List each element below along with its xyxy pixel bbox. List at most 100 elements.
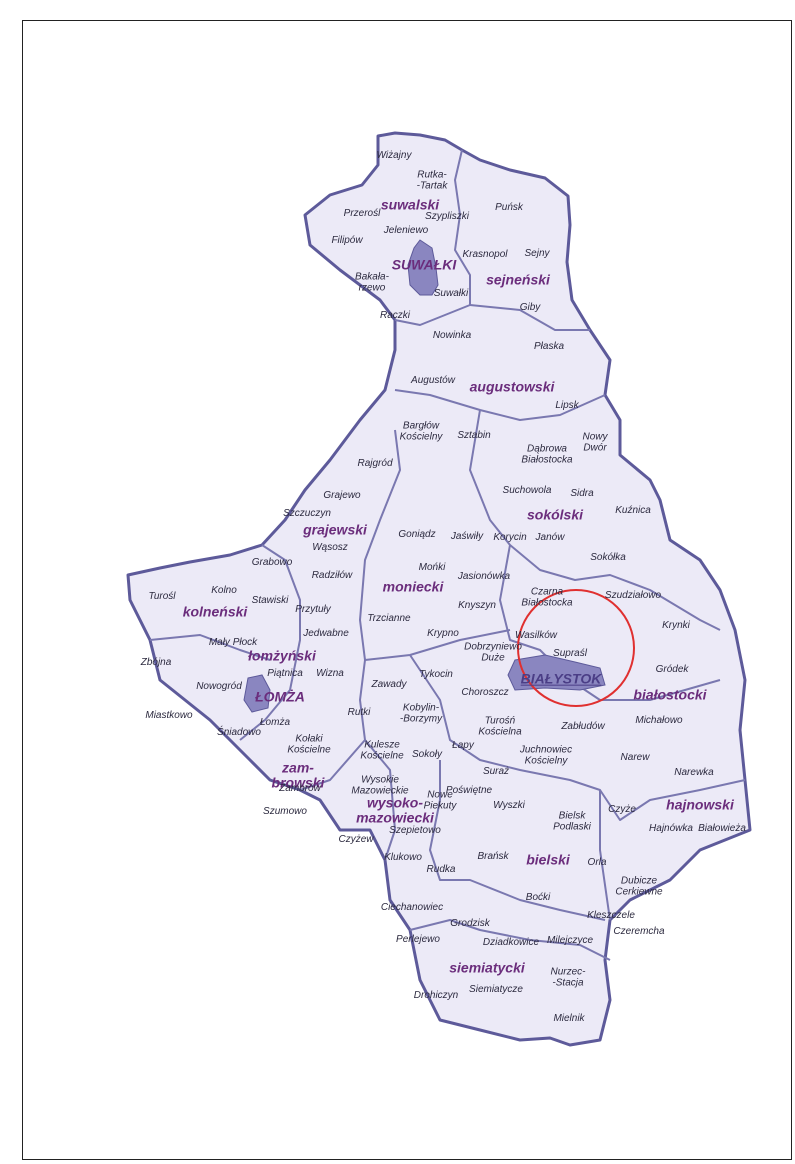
gmina-label: Jedwabne	[303, 627, 349, 639]
gmina-label: Turośń Kościelna	[478, 715, 522, 737]
powiat-label-siemiatycki: siemiatycki	[449, 959, 525, 976]
suwalki-city-area	[407, 239, 439, 296]
gmina-label: Płaska	[533, 340, 565, 352]
lomza-city-area	[243, 674, 271, 713]
gmina-label: Bielsk Podlaski	[553, 810, 591, 832]
gmina-label: Łapy	[452, 739, 474, 751]
gmina-label: Czyże	[608, 803, 636, 815]
powiat-label-augustowski: augustowski	[469, 378, 555, 395]
gmina-label: Knyszyn	[458, 599, 496, 611]
gmina-label: Kuźnica	[615, 504, 651, 516]
gmina-label: Grabowo	[251, 556, 293, 568]
gmina-label: Krynki	[662, 619, 690, 631]
gmina-label: Kolno	[211, 584, 237, 596]
powiat-label-sejnenski: sejneński	[486, 271, 550, 288]
gmina-label: Szudziałowo	[604, 589, 662, 601]
gmina-label: Perlejewo	[396, 933, 440, 945]
gmina-label: Choroszcz	[461, 686, 509, 698]
gmina-label: Nowinka	[432, 329, 472, 341]
region-outline	[126, 131, 752, 1047]
gmina-label: Szumowo	[263, 805, 307, 817]
gmina-label: Mielnik	[553, 1012, 585, 1024]
gmina-label: Rutki	[347, 706, 371, 718]
gmina-label: Narew	[620, 751, 650, 763]
gmina-label: Szepietowo	[389, 824, 441, 836]
powiat-label-bielski: bielski	[526, 851, 570, 868]
gmina-label: Sidra	[570, 487, 594, 499]
gmina-label: Janów	[535, 531, 565, 543]
gmina-label: Mały Płock	[208, 636, 258, 648]
gmina-label: Wysokie Mazowieckie	[351, 774, 409, 796]
gmina-label: Nurzec- -Stacja	[550, 966, 586, 988]
gmina-label: Korycin	[493, 531, 527, 543]
gmina-label: Nowogród	[196, 680, 242, 692]
powiat-label-lomzynski: łomżyński	[248, 647, 316, 664]
gmina-label: Przytuły	[295, 603, 331, 615]
gmina-label: Wąsosz	[312, 541, 348, 553]
gmina-label: Kulesze Kościelne	[360, 739, 404, 761]
gmina-label: Kleszczele	[587, 909, 635, 921]
gmina-label: Michałowo	[635, 714, 683, 726]
city-label-bialystok: BIAŁYSTOK	[520, 670, 602, 687]
gmina-label: Rudka	[426, 863, 456, 875]
gmina-label: Puńsk	[495, 201, 523, 213]
gmina-label: Rajgród	[357, 457, 393, 469]
city-label-suwalki: SUWAŁKI	[391, 256, 457, 273]
powiat-label-kolnenski: kolneński	[182, 603, 248, 620]
gmina-label: Wiżajny	[376, 149, 412, 161]
bialystok-city-area	[507, 654, 606, 691]
gmina-label: Śniadowo	[217, 726, 261, 738]
gmina-label: Orla	[587, 856, 607, 868]
gmina-label: Rutka- -Tartak	[416, 169, 448, 191]
gmina-label: Klukowo	[384, 851, 422, 863]
powiat-label-bialostocki: białostocki	[633, 686, 707, 703]
gmina-label: Białowieża	[698, 822, 746, 834]
gmina-label: Boćki	[525, 891, 551, 903]
gmina-label: Suchowola	[502, 484, 552, 496]
gmina-label: Lipsk	[555, 399, 579, 411]
gmina-label: Trzcianne	[367, 612, 411, 624]
gmina-label: Dobrzyniewo Duże	[464, 641, 522, 663]
gmina-label: Suraż	[482, 765, 510, 777]
gmina-label: Brańsk	[477, 850, 509, 862]
powiat-label-wysokomazowiecki: wysoko- mazowiecki	[356, 794, 434, 825]
highlight-circle	[517, 589, 635, 707]
gmina-label: Nowy Dwór	[582, 431, 608, 453]
gmina-label: Supraśl	[553, 647, 587, 659]
gmina-label: Turośl	[148, 590, 176, 602]
gmina-label: Szypliszki	[425, 210, 469, 222]
gmina-label: Radziłów	[311, 569, 353, 581]
gmina-label: Goniądz	[398, 528, 436, 540]
gmina-label: Przerośl	[343, 207, 381, 219]
gmina-label: Łomża	[259, 716, 291, 728]
gmina-label: Filipów	[331, 234, 363, 246]
gmina-label: Tykocin	[419, 668, 453, 680]
city-label-lomza: ŁOMŻA	[255, 688, 305, 705]
gmina-label: Kołaki Kościelne	[287, 733, 331, 755]
gmina-label: Sokółka	[590, 551, 626, 563]
gmina-label: Siemiatycze	[469, 983, 523, 995]
gmina-label: Piątnica	[267, 667, 303, 679]
gmina-label: Grajewo	[323, 489, 361, 501]
gmina-label: Jasionówka	[457, 570, 511, 582]
gmina-label: Jaświły	[450, 530, 484, 542]
gmina-label: Sejny	[524, 247, 550, 259]
gmina-label: Grodzisk	[450, 917, 490, 929]
gmina-label: Raczki	[379, 309, 411, 321]
gmina-label: Bakała- rzewo	[355, 271, 389, 293]
gmina-label: Narewka	[674, 766, 714, 778]
gmina-label: Dziadkowice	[482, 936, 540, 948]
powiat-label-zambrowski: zam- browski	[271, 759, 325, 790]
gmina-label: Kobylin- -Borzymy	[399, 702, 443, 724]
powiat-label-hajnowski: hajnowski	[666, 796, 734, 813]
gmina-label: Zbójna	[140, 656, 172, 668]
gmina-label: Czeremcha	[613, 925, 665, 937]
gmina-label: Dubicze Cerkiewne	[615, 875, 663, 897]
gmina-label: Giby	[519, 301, 541, 313]
gmina-label: Ciechanowiec	[380, 901, 444, 913]
gmina-label: Bargłów Kościelny	[399, 420, 443, 442]
gmina-label: Jeleniewo	[383, 224, 429, 236]
gmina-label: Krasnopol	[462, 248, 508, 260]
gmina-label: Juchnowiec Kościelny	[519, 744, 573, 766]
